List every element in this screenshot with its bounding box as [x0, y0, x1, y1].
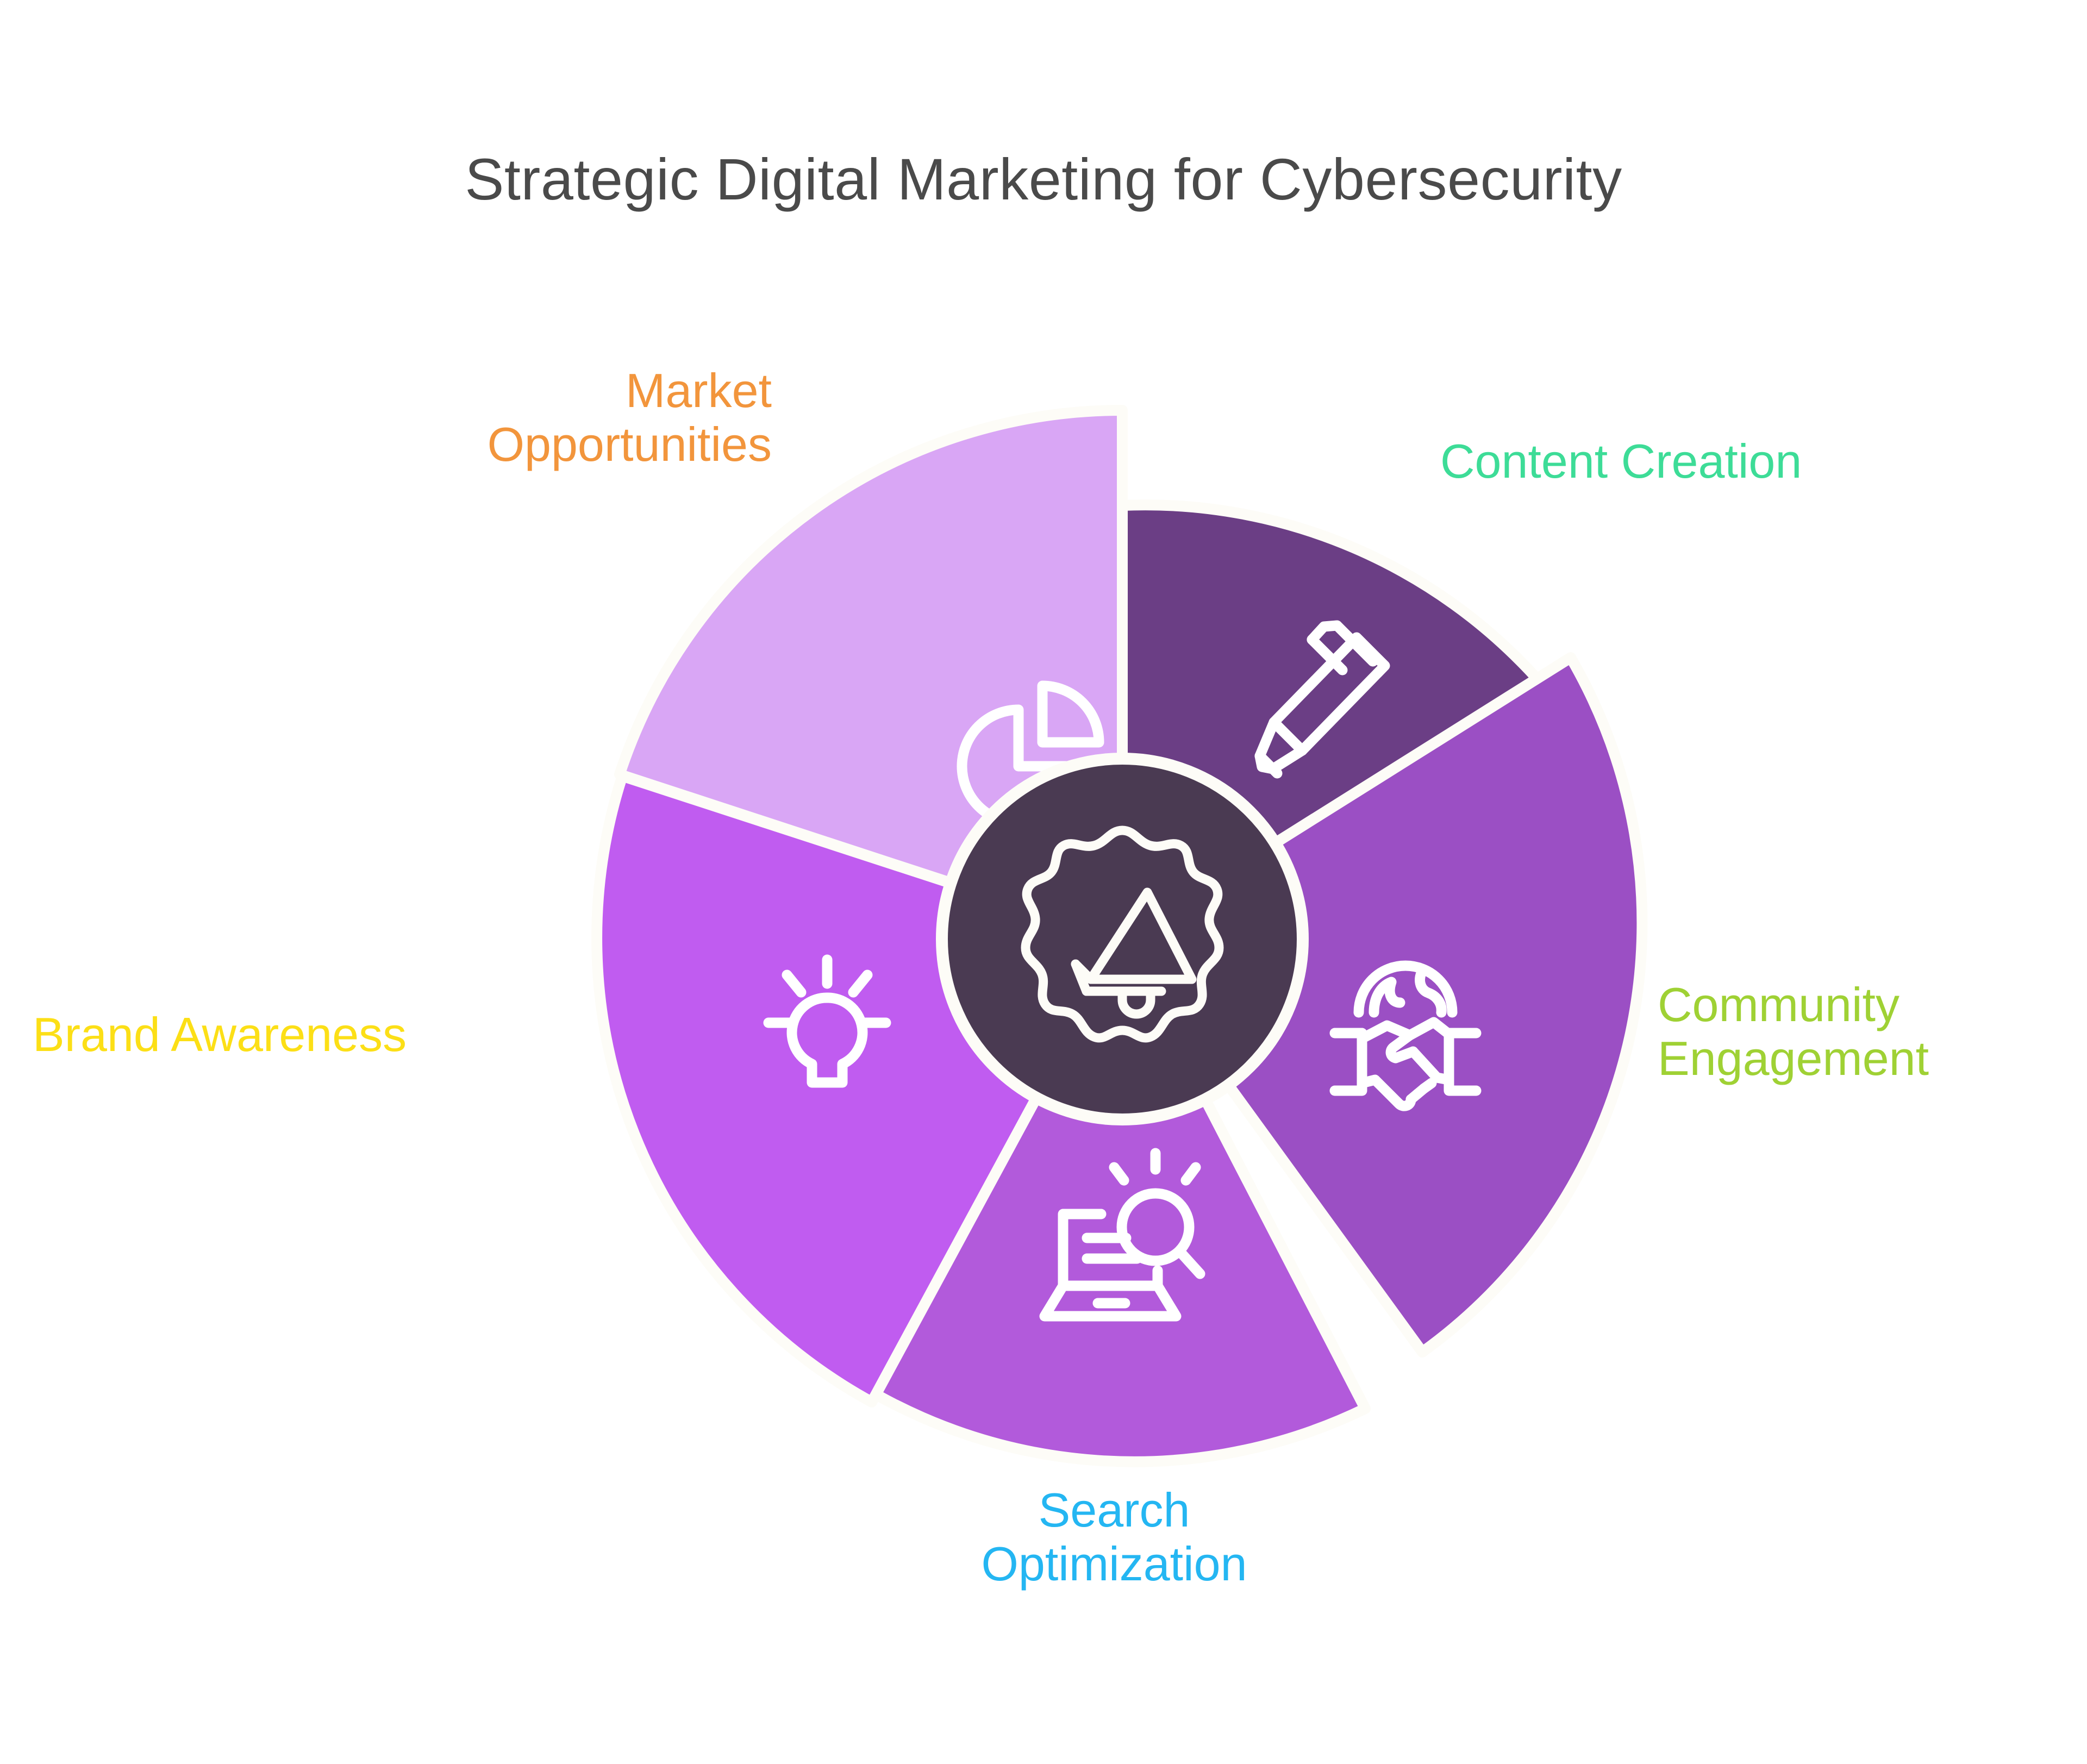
label-market-opportunities: Market Opportunities: [487, 364, 772, 471]
label-search-optimization: Search Optimization: [981, 1483, 1247, 1591]
gear-megaphone-icon: [1021, 825, 1224, 1043]
petal-shape-community-engagement: [1117, 652, 1648, 1358]
pen-icon: [1254, 620, 1390, 779]
label-community-engagement: Community Engagement: [1658, 978, 1929, 1085]
page-title: Strategic Digital Marketing for Cybersec…: [465, 146, 1622, 212]
center-hub[interactable]: [936, 753, 1309, 1125]
globe-handshake-icon: [1329, 960, 1482, 1111]
petal-community-engagement[interactable]: [1117, 652, 1648, 1358]
laptop-search-icon: [1039, 1148, 1205, 1322]
label-content-creation: Content Creation: [1440, 434, 1802, 488]
lightbulb-icon: [763, 954, 891, 1088]
label-brand-awareness: Brand Awareness: [33, 1008, 407, 1061]
